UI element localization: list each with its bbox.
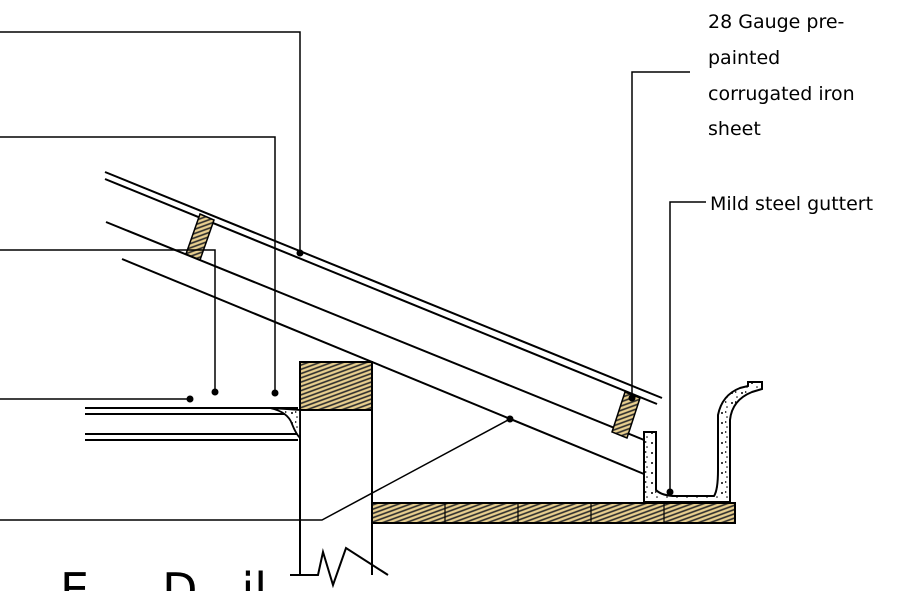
purlin-right xyxy=(611,391,641,439)
sheet-label-line-1: 28 Gauge pre- xyxy=(708,11,844,33)
title-fragment: E D il xyxy=(60,563,267,591)
wall xyxy=(290,410,389,589)
gutter-label: Mild steel guttert xyxy=(710,193,873,215)
purlin-left xyxy=(185,212,215,262)
leader-lines xyxy=(0,31,706,521)
eaves-board xyxy=(371,502,736,524)
corrugated-iron-sheet xyxy=(104,171,663,405)
sheet-label-line-3: corrugated iron xyxy=(708,83,855,105)
cornice-moulding xyxy=(269,407,301,441)
ceiling-board xyxy=(85,407,298,441)
sheet-label-line-4: sheet xyxy=(708,118,761,140)
mild-steel-gutter xyxy=(643,381,763,503)
leader-dots xyxy=(186,249,674,496)
rafter xyxy=(105,221,655,475)
sheet-label-line-2: painted xyxy=(708,47,780,69)
wall-plate xyxy=(299,361,373,411)
